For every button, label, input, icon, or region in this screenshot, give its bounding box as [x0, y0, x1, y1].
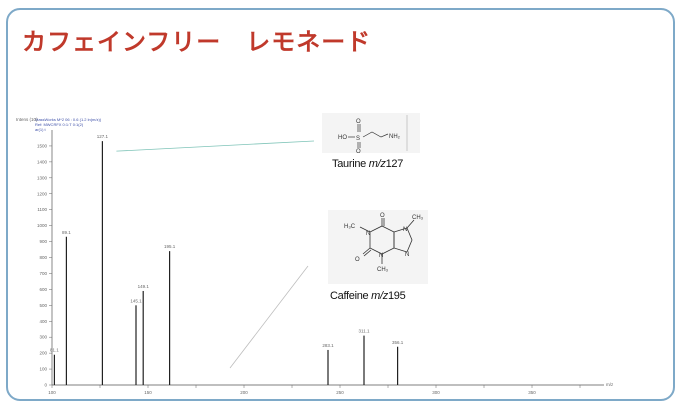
peak-label: 127.1	[97, 134, 109, 139]
x-axis-title: m/z	[606, 382, 614, 387]
taurine-label: Taurine m/z127	[332, 158, 403, 170]
slide-title: カフェインフリー レモネード	[22, 28, 372, 56]
y-axis-title: Intens (10)	[16, 117, 38, 122]
atom-label: N	[405, 252, 409, 258]
x-tick-label: 200	[240, 390, 248, 395]
peak-label: 311.1	[359, 329, 370, 334]
peak-label: 89.1	[62, 230, 71, 235]
y-tick-label: 0	[44, 383, 47, 388]
mz-label: m/z	[371, 290, 388, 302]
peak-label: 356.1	[392, 340, 404, 345]
peak-label: 149.1	[138, 284, 150, 289]
atom-label: O	[356, 149, 361, 153]
y-tick-label: 800	[39, 255, 47, 260]
taurine-structure-box: HO S O O NH₂	[322, 113, 420, 155]
x-tick-label: 350	[528, 390, 536, 395]
caffeine-leader-line	[229, 265, 309, 369]
spectrum-header: MassWorks M*2 06 : 0.6 (1.2 ln(m/z)) Ref…	[16, 117, 614, 387]
atom-label: H₃C	[344, 224, 356, 230]
atom-label: HO	[338, 135, 347, 141]
spectrum-header-line: MassWorks M*2 06 : 0.6 (1.2 ln(m/z))	[35, 117, 102, 122]
chart-peaks: 81.1 89.1 127.1 145.1 149.1 195.1 283.1 311.1 35…	[50, 134, 404, 385]
spectrum-header-line: Ref: MWCRFX 0:1:T 0:1(2)	[35, 122, 84, 127]
y-tick-label: 1500	[37, 143, 48, 148]
taurine-structure-icon: HO S O O NH₂	[338, 115, 408, 155]
atom-label: N	[379, 253, 383, 259]
y-tick-label: 400	[39, 319, 47, 324]
atom-label: CH₃	[377, 267, 389, 273]
mz-label: m/z	[368, 158, 386, 170]
peak-label: 283.1	[322, 343, 334, 348]
y-tick-label: 1000	[37, 223, 48, 228]
y-tick-label: 1100	[37, 207, 47, 212]
peak-label: 195.1	[164, 244, 176, 249]
y-tick-label: 300	[39, 335, 47, 340]
caffeine-structure-icon: O O N N N N H₃C CH₃ CH₃	[344, 213, 424, 273]
peak-label: 145.1	[130, 298, 142, 303]
chart-axes: 0100200300400500600700800900100011001200…	[37, 130, 604, 395]
x-tick-label: 250	[336, 390, 344, 395]
y-tick-label: 100	[39, 367, 47, 372]
slide-frame: カフェインフリー レモネード MassWorks M*2 06 : 0.6 (1…	[6, 8, 675, 401]
caffeine-structure-box: O O N N N N H₃C CH₃ CH₃	[328, 210, 428, 284]
y-tick-label: 1400	[37, 159, 48, 164]
atom-label: N	[366, 231, 370, 237]
atom-label: S	[356, 136, 360, 142]
y-tick-label: 700	[39, 271, 47, 276]
compound-name: Taurine	[332, 158, 366, 170]
taurine-leader-line	[116, 140, 315, 152]
y-tick-label: 600	[39, 287, 47, 292]
caffeine-label: Caffeine m/z195	[330, 290, 406, 302]
mz-value: 195	[387, 290, 406, 302]
y-tick-label: 900	[39, 239, 47, 244]
peak-label: 81.1	[50, 348, 59, 353]
y-tick-label: 200	[39, 351, 47, 356]
atom-label: O	[355, 257, 360, 263]
mz-value: 127	[385, 158, 404, 170]
annotation-leaders	[116, 140, 315, 369]
x-tick-label: 150	[144, 390, 152, 395]
atom-label: N	[403, 227, 407, 233]
atom-label: CH₃	[412, 215, 424, 221]
y-tick-label: 1200	[37, 191, 48, 196]
atom-label: O	[380, 213, 385, 219]
mass-spectrum-chart: MassWorks M*2 06 : 0.6 (1.2 ln(m/z)) Ref…	[16, 117, 614, 395]
spectrum-header-line: ar(1) t	[35, 127, 47, 132]
y-tick-label: 1300	[37, 175, 48, 180]
y-tick-label: 500	[39, 303, 47, 308]
x-tick-label: 100	[48, 390, 56, 395]
atom-label: O	[356, 119, 361, 125]
compound-name: Caffeine	[330, 290, 369, 302]
atom-label: NH₂	[389, 134, 401, 140]
x-tick-label: 300	[432, 390, 440, 395]
